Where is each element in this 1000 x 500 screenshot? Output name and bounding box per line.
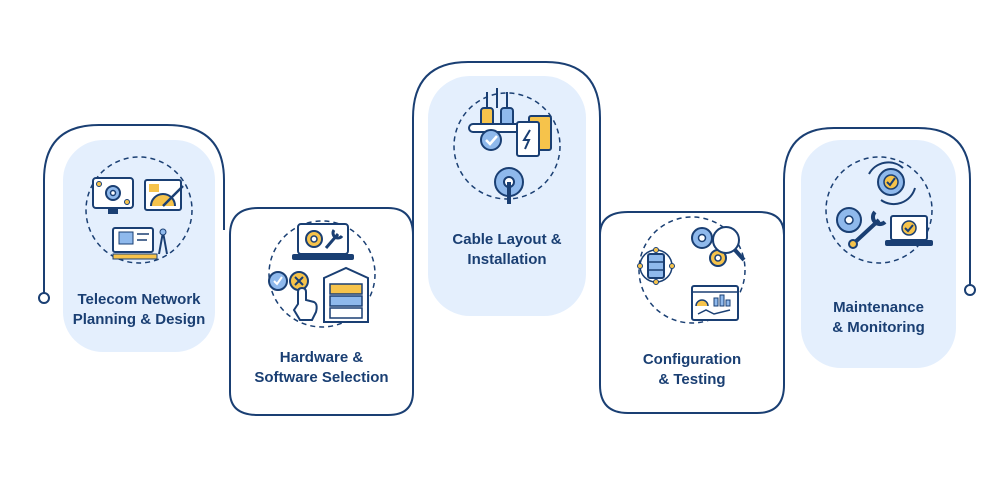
start-dot [38,292,50,304]
step-title: Hardware & Software Selection [254,349,389,386]
step-title: Configuration & Testing [642,351,742,388]
step-title: Cable Layout & Installation [452,231,562,268]
step-5-card [801,140,956,368]
wrench-gear-laptop-icon [819,150,939,270]
step-configuration-testing: Configuration & Testing [600,210,784,390]
step-maintenance-monitoring: Maintenance & Monitoring [801,150,956,338]
step-title: Maintenance & Monitoring [832,299,925,336]
step-4-outline [599,211,785,414]
cable-plug-power-icon [447,86,567,206]
step-2-outline [229,207,414,416]
server-gear-dashboard-icon [632,210,752,330]
step-telecom-network-planning: Telecom Network Planning & Design [63,150,215,330]
step-cable-layout-installation: Cable Layout & Installation [428,86,586,270]
step-title: Telecom Network Planning & Design [72,291,206,328]
end-dot [964,284,976,296]
step-3-outline [412,61,601,235]
connector-line [43,124,225,298]
laptop-server-selection-icon [262,214,382,334]
network-blueprint-icon [79,150,199,270]
connector-line [783,127,971,286]
step-hardware-software-selection: Hardware & Software Selection [230,214,413,388]
